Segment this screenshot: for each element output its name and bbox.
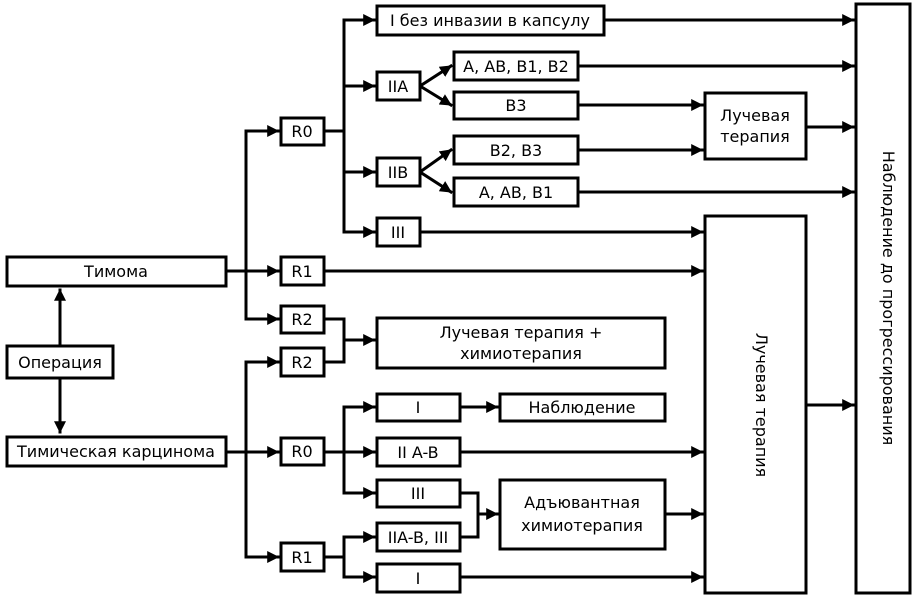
node-iib-a-ab-b1: A, AB, B1 (452, 176, 580, 208)
node-adjuvant-chemo: Адъювантная химиотерапия (498, 478, 667, 551)
node-radiotherapy-small-line1: Лучевая (720, 106, 790, 125)
node-c-stage-i: I (375, 392, 462, 423)
node-t-stage-iia-label: IIA (388, 77, 408, 96)
node-c-r0-label: R0 (291, 442, 312, 461)
arrow-iib-to-b2-b3 (417, 147, 454, 175)
node-t-r2-label: R2 (291, 310, 312, 329)
node-radio-chemo-line2: химиотерапия (460, 344, 582, 363)
node-iib-a-ab-b1-label: A, AB, B1 (479, 183, 553, 202)
node-c-stage-iiab-label: II A-B (397, 443, 438, 462)
node-c-r1-stage-iiab-iii: IIA-B, III (375, 521, 462, 553)
node-observation-label: Наблюдение (528, 398, 635, 417)
node-iia-b3-label: B3 (505, 96, 526, 115)
node-adjuvant-chemo-line1: Адъювантная (524, 493, 640, 512)
node-t-stage-iii: III (375, 216, 422, 248)
node-observation-progression-label: Наблюдение до прогрессирования (879, 151, 898, 446)
node-c-r1-stage-i-label: I (416, 569, 421, 588)
node-c-r1-label: R1 (291, 548, 312, 567)
node-t-r2: R2 (279, 304, 326, 335)
node-c-r1-stage-iiab-iii-label: IIA-B, III (388, 528, 449, 547)
node-timoma: Тимома (5, 255, 228, 288)
adjuvant-merge (458, 491, 480, 539)
node-iia-a-ab-b1-b2-label: A, AB, B1, B2 (463, 57, 569, 76)
node-t-stage-iii-label: III (391, 223, 405, 242)
boxes: Тимома Операция Тимическая карцинома R0 … (5, 2, 912, 595)
node-radiotherapy-small-line2: терапия (720, 127, 790, 146)
r2-merge (322, 317, 346, 364)
node-c-stage-iii: III (375, 478, 462, 509)
node-t-stage-iia: IIA (375, 70, 422, 102)
node-thymic-carcinoma-label: Тимическая карцинома (16, 442, 215, 461)
node-radiotherapy-big: Лучевая терапия (703, 214, 808, 595)
node-iib-b2-b3: B2, B3 (452, 134, 580, 166)
node-iia-a-ab-b1-b2: A, AB, B1, B2 (452, 50, 580, 82)
node-c-r2-label: R2 (291, 353, 312, 372)
node-radiotherapy-big-label: Лучевая терапия (752, 333, 771, 477)
node-t-stage-iib: IIB (375, 156, 422, 188)
arrow-iia-to-a-ab (417, 63, 454, 89)
node-c-r2: R2 (279, 346, 326, 378)
node-t-r0-label: R0 (291, 122, 312, 141)
node-operation: Операция (5, 344, 115, 380)
arrow-iia-to-b3 (417, 83, 454, 108)
node-observation: Наблюдение (498, 392, 667, 423)
node-c-r1-stage-i: I (375, 562, 462, 594)
node-c-r1: R1 (279, 541, 326, 573)
node-c-stage-i-label: I (416, 398, 421, 417)
node-operation-label: Операция (18, 353, 102, 372)
node-iib-b2-b3-label: B2, B3 (490, 141, 542, 160)
node-c-stage-iii-label: III (411, 484, 425, 503)
node-timoma-label: Тимома (83, 262, 148, 281)
node-thymic-carcinoma: Тимическая карцинома (5, 435, 228, 468)
node-t-r1-label: R1 (291, 262, 312, 281)
node-observation-progression: Наблюдение до прогрессирования (854, 2, 912, 595)
node-radiotherapy-small: Лучевая терапия (703, 91, 808, 161)
node-t-r1: R1 (279, 255, 326, 287)
node-c-stage-iiab: II A-B (375, 436, 462, 468)
connectors (54, 14, 855, 583)
node-adjuvant-chemo-line2: химиотерапия (521, 516, 643, 535)
node-t-stage-iib-label: IIB (388, 163, 408, 182)
node-c-r0: R0 (279, 436, 326, 467)
node-iia-b3: B3 (452, 90, 580, 121)
node-t-stage-i-label: I без инвазии в капсулу (390, 11, 590, 30)
node-t-r0: R0 (279, 116, 326, 147)
node-radio-chemo: Лучевая терапия + химиотерапия (375, 316, 667, 370)
node-t-stage-i: I без инвазии в капсулу (375, 4, 606, 37)
node-radio-chemo-line1: Лучевая терапия + (440, 323, 603, 342)
arrow-iib-to-a-ab-b1 (417, 169, 454, 195)
